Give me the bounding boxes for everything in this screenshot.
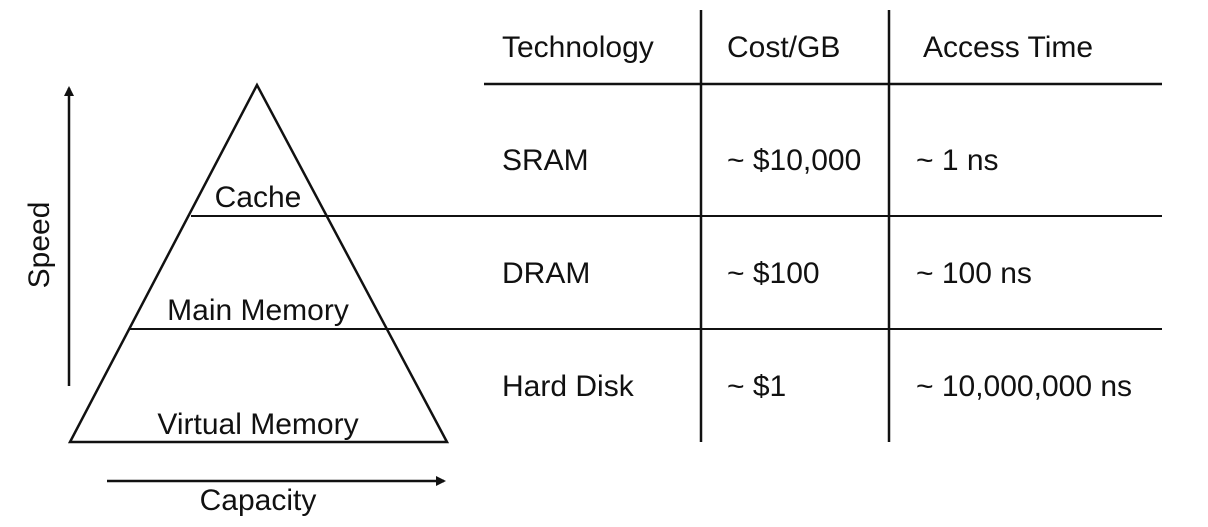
table-cell-cost: ~ $1 (727, 370, 786, 403)
pyramid-level-virtual-memory: Virtual Memory (157, 408, 358, 441)
table-cell-cost: ~ $100 (727, 257, 820, 290)
speed-axis-label: Speed (23, 202, 56, 289)
table-cell-access-time: ~ 10,000,000 ns (916, 370, 1132, 403)
table-cell-technology: Hard Disk (502, 370, 635, 403)
table-cell-cost: ~ $10,000 (727, 144, 861, 177)
table-cell-technology: SRAM (502, 144, 589, 177)
pyramid-level-main-memory: Main Memory (167, 294, 349, 327)
table-cell-access-time: ~ 100 ns (916, 257, 1032, 290)
capacity-axis-label: Capacity (200, 484, 317, 517)
table-cell-technology: DRAM (502, 257, 590, 290)
table-header-cost: Cost/GB (727, 31, 840, 64)
table-header-technology: Technology (502, 31, 654, 64)
table-header-access-time: Access Time (923, 31, 1093, 64)
pyramid-level-cache: Cache (215, 181, 302, 214)
table-cell-access-time: ~ 1 ns (916, 144, 999, 177)
pyramid-outline (67, 82, 450, 444)
